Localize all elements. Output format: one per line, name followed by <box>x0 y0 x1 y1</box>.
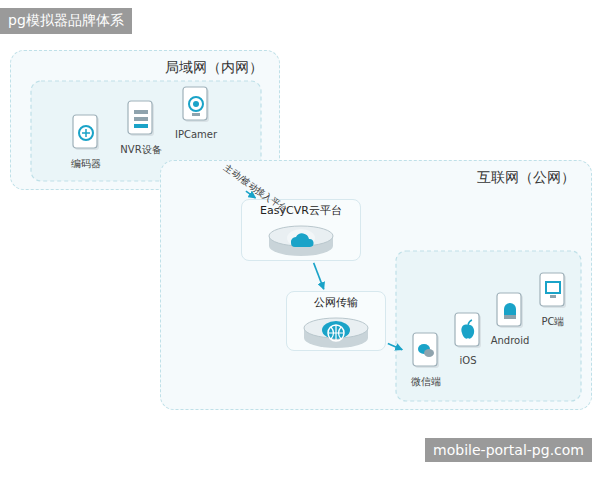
device-box: Android <box>488 291 532 349</box>
device-label: Android <box>491 335 530 346</box>
device-box: IPCamer <box>171 85 221 145</box>
zone-heading: 互联网（公网） <box>477 169 575 187</box>
device-icon-holder <box>126 99 156 141</box>
inner-zone-outline <box>161 161 593 411</box>
network-zone-panel: 互联网（公网） EasyCVR云平台公网传输微信端 iOS Android PC端 <box>160 160 592 410</box>
device-label: PC端 <box>541 315 564 329</box>
platform-label: 公网传输 <box>314 295 358 310</box>
device-icon <box>71 113 101 151</box>
device-icon <box>411 331 441 369</box>
device-icon-holder <box>495 291 525 333</box>
device-icon <box>538 271 568 309</box>
device-box: NVR设备 <box>116 99 166 159</box>
platform-icon <box>288 310 384 354</box>
device-icon-holder <box>453 311 483 353</box>
device-label: NVR设备 <box>120 143 161 157</box>
device-label: iOS <box>460 355 477 366</box>
watermark: pg模拟器品牌体系 <box>0 8 132 34</box>
device-box: PC端 <box>531 271 575 329</box>
platform-disc <box>288 310 384 350</box>
platform-icon <box>253 218 349 262</box>
device-icon <box>181 85 211 123</box>
device-label: IPCamer <box>175 129 217 140</box>
device-icon <box>126 99 156 137</box>
device-box: iOS <box>446 311 490 369</box>
device-icon-holder <box>538 271 568 313</box>
device-box: 微信端 <box>404 331 448 389</box>
platform-node: 公网传输 <box>286 291 386 351</box>
device-icon <box>495 291 525 329</box>
watermark: mobile-portal-pg.com <box>425 438 592 462</box>
device-icon-holder <box>411 331 441 373</box>
platform-node: EasyCVR云平台 <box>241 199 361 261</box>
device-label: 微信端 <box>411 375 441 389</box>
device-icon-holder <box>71 113 101 155</box>
device-label: 编码器 <box>71 157 101 171</box>
device-icon-holder <box>181 85 211 127</box>
device-icon <box>453 311 483 349</box>
device-box: 编码器 <box>61 113 111 173</box>
zone-heading: 局域网（内网） <box>165 59 263 77</box>
platform-disc <box>253 218 349 258</box>
